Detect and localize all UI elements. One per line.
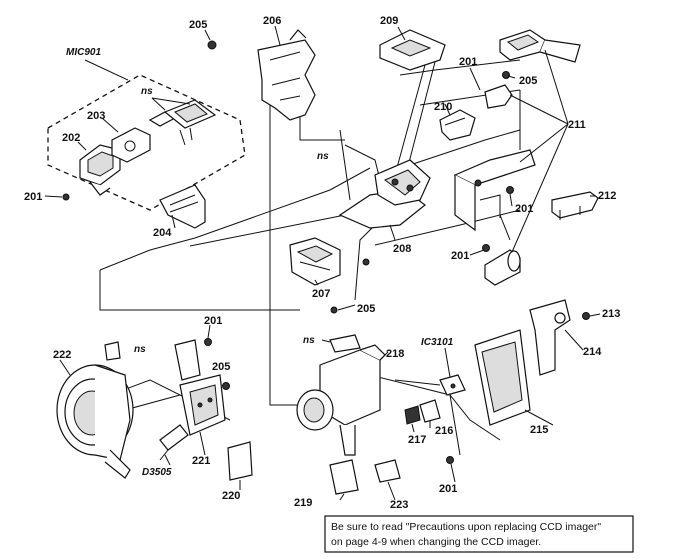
label-204: 204 — [153, 227, 172, 239]
label-205-lens: 205 — [212, 361, 230, 373]
frame-206 — [257, 29, 316, 121]
bracket-214 — [529, 299, 571, 376]
bracket-204 — [159, 184, 206, 229]
label-206: 206 — [263, 15, 281, 27]
note-line-1: Be sure to read "Precautions upon replac… — [331, 521, 601, 533]
part-207 — [289, 237, 341, 286]
label-202: 202 — [62, 132, 80, 144]
fpc-219 — [329, 459, 359, 495]
fpc-223 — [374, 459, 401, 483]
mechanism-208 — [338, 159, 431, 229]
label-201-top: 201 — [459, 56, 477, 68]
label-201-left: 201 — [24, 191, 42, 203]
label-218: 218 — [386, 348, 404, 360]
label-205-top: 205 — [189, 19, 207, 31]
label-203: 203 — [87, 110, 105, 122]
mic901-group: MIC901 ns — [47, 47, 246, 211]
lens-ring-222 — [56, 364, 134, 479]
ns-label-lens: ns — [134, 344, 146, 355]
part-216 — [419, 399, 441, 423]
ccd-note-box: Be sure to read "Precautions upon replac… — [324, 515, 634, 553]
mic901-label: MIC901 — [66, 47, 101, 58]
capacitor-211 — [484, 249, 521, 286]
part-211-mid — [484, 84, 513, 109]
label-215: 215 — [530, 424, 548, 436]
label-205-right: 205 — [519, 75, 537, 87]
label-205-mid: 205 — [357, 303, 375, 315]
label-222: 222 — [53, 349, 71, 361]
part-212 — [551, 191, 599, 220]
label-216: 216 — [435, 425, 453, 437]
ns-pads — [148, 99, 217, 146]
label-214: 214 — [583, 346, 602, 358]
part-220 — [227, 441, 253, 481]
label-221: 221 — [192, 455, 210, 467]
label-220: 220 — [222, 490, 240, 502]
label-219: 219 — [294, 497, 312, 509]
label-201-mid: 201 — [451, 250, 469, 262]
ic3101 — [439, 374, 466, 396]
bracket-209 — [379, 29, 446, 179]
label-201-lens: 201 — [204, 315, 222, 327]
ns-label-center: ns — [317, 151, 329, 162]
label-213: 213 — [602, 308, 620, 320]
board-221 — [174, 339, 226, 436]
ccd-block-218 — [296, 334, 386, 456]
mic-203 — [111, 127, 151, 163]
label-ic3101: IC3101 — [421, 337, 454, 348]
label-211: 211 — [568, 119, 586, 131]
label-217: 217 — [408, 434, 426, 446]
ns-label-mic: ns — [141, 86, 153, 97]
board-215 — [474, 329, 531, 426]
label-208: 208 — [393, 243, 411, 255]
part-210 — [439, 109, 476, 141]
screws — [62, 40, 590, 464]
routing-lines — [99, 59, 521, 456]
leader-lines — [44, 25, 601, 501]
label-212: 212 — [598, 190, 616, 202]
note-line-2: on page 4-9 when changing the CCD imager… — [331, 536, 541, 548]
label-223: 223 — [390, 499, 408, 511]
diode-d3505 — [159, 424, 189, 461]
part-211-bracket — [453, 149, 536, 232]
label-201-bottom: 201 — [439, 483, 457, 495]
label-d3505: D3505 — [142, 467, 172, 478]
part-211-top — [499, 29, 581, 63]
label-210: 210 — [434, 101, 452, 113]
label-209: 209 — [380, 15, 398, 27]
mic-holder-202 — [79, 144, 121, 196]
label-207: 207 — [312, 288, 330, 300]
part-217 — [404, 405, 421, 425]
ns-pad-lens — [104, 341, 121, 361]
ns-label-ccd: ns — [303, 335, 315, 346]
part-labels: 205 206 209 201 205 210 211 203 202 201 … — [24, 15, 620, 511]
label-201-right: 201 — [515, 203, 533, 215]
